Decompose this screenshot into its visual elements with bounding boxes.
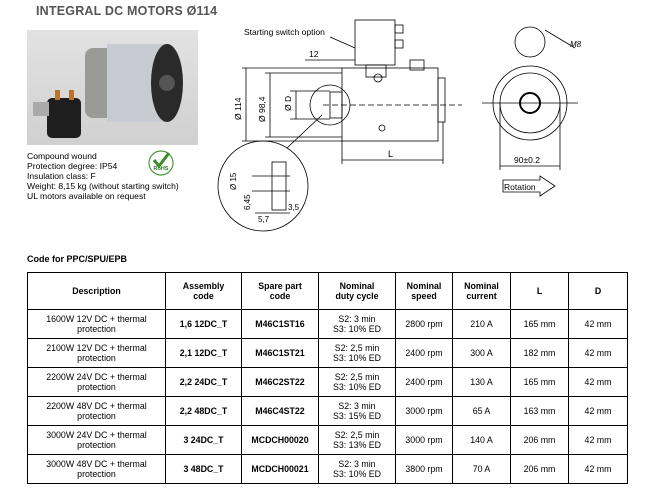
motor-photo [27, 30, 198, 145]
cell-spare-part-code: M46C1ST16 [241, 309, 319, 339]
spec-weight: Weight: 8,15 kg (without starting switch… [27, 181, 179, 191]
svg-text:Ø D: Ø D [283, 96, 293, 111]
cell-current: 70 A [452, 454, 511, 484]
cell-assembly-code: 1,6 12DC_T [165, 309, 242, 339]
switch-label: Starting switch option [244, 27, 325, 37]
spec-list: Compound wound Protection degree: IP54 I… [27, 151, 179, 201]
cell-speed: 3800 rpm [395, 454, 453, 484]
cell-assembly-code: 3 24DC_T [165, 425, 242, 455]
column-header: D [568, 272, 628, 310]
cell-speed: 2400 rpm [395, 338, 453, 368]
cell-diameter: 42 mm [568, 367, 628, 397]
motor-image [33, 44, 183, 138]
cell-diameter: 42 mm [568, 338, 628, 368]
cell-length: 206 mm [510, 425, 569, 455]
cell-assembly-code: 3 48DC_T [165, 454, 242, 484]
column-header: Description [27, 272, 166, 310]
spec-protection: Protection degree: IP54 [27, 161, 118, 171]
svg-text:Rotation: Rotation [504, 182, 536, 192]
svg-text:Ø 114: Ø 114 [233, 97, 243, 120]
page-title: INTEGRAL DC MOTORS Ø114 [36, 4, 218, 18]
code-section-title: Code for PPC/SPU/EPB [27, 254, 128, 264]
svg-text:RoHS: RoHS [154, 166, 169, 172]
cell-diameter: 42 mm [568, 454, 628, 484]
rohs-badge: RoHS [148, 150, 174, 176]
cell-assembly-code: 2,2 48DC_T [165, 396, 242, 426]
cell-current: 65 A [452, 396, 511, 426]
cell-current: 130 A [452, 367, 511, 397]
cell-spare-part-code: M46C1ST21 [241, 338, 319, 368]
column-header: L [510, 272, 569, 310]
spec-winding: Compound wound [27, 151, 97, 161]
cell-speed: 3000 rpm [395, 396, 453, 426]
cell-speed: 2800 rpm [395, 309, 453, 339]
cell-length: 165 mm [510, 367, 569, 397]
svg-text:Ø 98,4: Ø 98,4 [257, 96, 267, 122]
spec-ul: UL motors available on request [27, 191, 146, 201]
cell-length: 163 mm [510, 396, 569, 426]
cell-spare-part-code: M46C2ST22 [241, 367, 319, 397]
cell-spare-part-code: M46C4ST22 [241, 396, 319, 426]
cell-current: 140 A [452, 425, 511, 455]
svg-text:12: 12 [309, 49, 319, 59]
svg-text:90±0.2: 90±0.2 [514, 155, 540, 165]
cell-diameter: 42 mm [568, 309, 628, 339]
svg-text:3,5: 3,5 [288, 203, 300, 212]
spec-insulation: Insulation class: F [27, 171, 96, 181]
svg-text:5,7: 5,7 [258, 215, 270, 224]
cell-diameter: 42 mm [568, 425, 628, 455]
rotation-arrow [502, 175, 556, 197]
cell-length: 206 mm [510, 454, 569, 484]
cell-assembly-code: 2,2 24DC_T [165, 367, 242, 397]
cell-length: 182 mm [510, 338, 569, 368]
cell-spare-part-code: MCDCH00021 [241, 454, 319, 484]
svg-text:Ø 15: Ø 15 [229, 172, 238, 190]
svg-text:6,45: 6,45 [243, 194, 252, 210]
svg-text:M8: M8 [570, 40, 582, 49]
cell-current: 300 A [452, 338, 511, 368]
cell-spare-part-code: MCDCH00020 [241, 425, 319, 455]
technical-drawing: Starting switch option Ø 114 Ø 98,4 Ø D … [217, 19, 582, 232]
cell-assembly-code: 2,1 12DC_T [165, 338, 242, 368]
cell-speed: 3000 rpm [395, 425, 453, 455]
cell-length: 165 mm [510, 309, 569, 339]
svg-text:L: L [388, 149, 393, 159]
cell-speed: 2400 rpm [395, 367, 453, 397]
cell-current: 210 A [452, 309, 511, 339]
cell-diameter: 42 mm [568, 396, 628, 426]
